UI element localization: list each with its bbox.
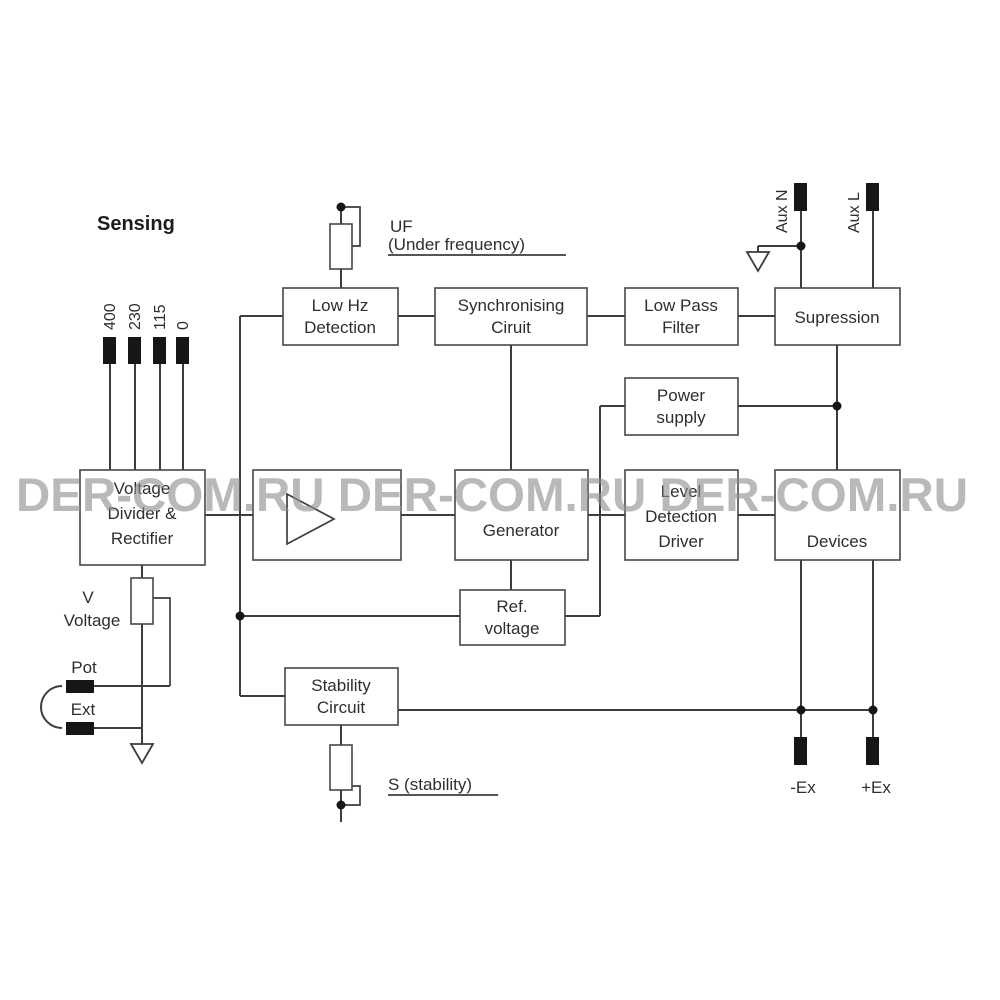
block-stability-circuit: Stability Circuit xyxy=(284,667,399,726)
wire-v-wiper xyxy=(153,597,171,686)
level-label-2: Detection xyxy=(645,507,717,526)
block-synchronising-circuit: Synchronising Ciruit xyxy=(434,287,588,346)
block-devices: Devices xyxy=(774,469,901,561)
symbols xyxy=(129,223,771,791)
block-low-pass-filter: Low Pass Filter xyxy=(624,287,739,346)
pin-label-230: 230 xyxy=(127,303,144,330)
divider-box xyxy=(79,469,206,566)
devices-label: Devices xyxy=(807,532,867,551)
stability-resistor-symbol xyxy=(329,744,353,791)
pin-230 xyxy=(128,337,141,364)
ref-voltage-box xyxy=(459,589,566,646)
supression-box xyxy=(774,287,901,346)
level-box xyxy=(624,469,739,561)
pot-ext-jumper-arc xyxy=(40,685,63,729)
low-pass-box xyxy=(624,287,739,346)
generator-box xyxy=(454,469,589,561)
junction-dots xyxy=(235,202,878,810)
generator-label: Generator xyxy=(483,521,560,540)
pin-ext xyxy=(66,722,94,735)
junction-stability xyxy=(336,800,346,810)
sync-box xyxy=(434,287,588,346)
supression-label: Supression xyxy=(794,308,879,327)
stability-label-1: Stability xyxy=(311,676,371,695)
block-voltage-divider-rectifier: Voltage Divider & Rectifier xyxy=(79,469,206,566)
junction-negex-feedback xyxy=(796,705,806,715)
level-label-1: Level xyxy=(661,482,702,501)
block-ref-voltage: Ref. voltage xyxy=(459,589,566,646)
junction-posex-feedback xyxy=(868,705,878,715)
free-labels: Sensing 400 230 115 0 UF (Under frequenc… xyxy=(64,189,892,797)
wire-uf-wiper-loop xyxy=(341,206,361,247)
junction-uf xyxy=(336,202,346,212)
sensing-title: Sensing xyxy=(97,213,175,235)
power-supply-box xyxy=(624,377,739,436)
ext-label: Ext xyxy=(71,700,96,719)
pin-115 xyxy=(153,337,166,364)
junction-power xyxy=(832,401,842,411)
uf-label: UF xyxy=(390,217,413,236)
low-pass-label-2: Filter xyxy=(662,318,700,337)
level-label-3: Driver xyxy=(658,532,704,551)
ground-symbol-sensing xyxy=(129,743,155,765)
stability-box xyxy=(284,667,399,726)
voltage-label: Voltage xyxy=(64,611,121,630)
watermark-text: DER-COM.RU DER-COM.RU DER-COM.RU xyxy=(16,468,968,521)
power-supply-label-2: supply xyxy=(656,408,706,427)
pos-ex-label: +Ex xyxy=(861,778,891,797)
pin-label-115: 115 xyxy=(152,304,169,330)
junction-bus-ref xyxy=(235,611,245,621)
stability-label-2: Circuit xyxy=(317,698,365,717)
block-supression: Supression xyxy=(774,287,901,346)
block-amplifier xyxy=(252,469,402,561)
wire-s-wiper-loop xyxy=(341,785,361,806)
devices-box xyxy=(774,469,901,561)
pin-label-400: 400 xyxy=(102,303,119,330)
aux-n-label: Aux N xyxy=(774,189,791,233)
s-stability-label: S (stability) xyxy=(388,775,472,794)
block-generator: Generator xyxy=(454,469,589,561)
block-power-supply: Power supply xyxy=(624,377,739,436)
sync-label-1: Synchronising xyxy=(458,296,565,315)
ref-voltage-label-2: voltage xyxy=(485,619,540,638)
low-hz-label-2: Detection xyxy=(304,318,376,337)
pin-aux-l xyxy=(866,183,879,211)
pin-pos-ex xyxy=(866,737,879,765)
pin-0 xyxy=(176,337,189,364)
low-pass-label-1: Low Pass xyxy=(644,296,718,315)
amplifier-triangle-icon xyxy=(286,492,336,546)
pin-label-0: 0 xyxy=(175,321,192,330)
ref-voltage-label-1: Ref. xyxy=(496,597,527,616)
under-frequency-label: (Under frequency) xyxy=(388,235,525,254)
voltage-resistor-symbol xyxy=(130,577,154,625)
neg-ex-label: -Ex xyxy=(790,778,816,797)
pin-neg-ex xyxy=(794,737,807,765)
low-hz-box xyxy=(282,287,399,346)
power-supply-label-1: Power xyxy=(657,386,706,405)
block-low-hz-detection: Low Hz Detection xyxy=(282,287,399,346)
divider-label-1: Voltage xyxy=(114,479,171,498)
ground-symbol-aux xyxy=(745,251,771,273)
pin-400 xyxy=(103,337,116,364)
block-level-detection-driver: Level Detection Driver xyxy=(624,469,739,561)
sync-label-2: Ciruit xyxy=(491,318,531,337)
junction-aux-n xyxy=(796,241,806,251)
pin-pot xyxy=(66,680,94,693)
uf-resistor-symbol xyxy=(329,223,353,270)
pin-aux-n xyxy=(794,183,807,211)
divider-label-3: Rectifier xyxy=(111,529,174,548)
wires xyxy=(40,206,874,822)
low-hz-label-1: Low Hz xyxy=(312,296,369,315)
aux-l-label: Aux L xyxy=(846,192,863,233)
v-label: V xyxy=(82,588,94,607)
divider-label-2: Divider & xyxy=(108,504,178,523)
terminal-pins xyxy=(66,183,879,765)
pot-label: Pot xyxy=(71,658,97,677)
